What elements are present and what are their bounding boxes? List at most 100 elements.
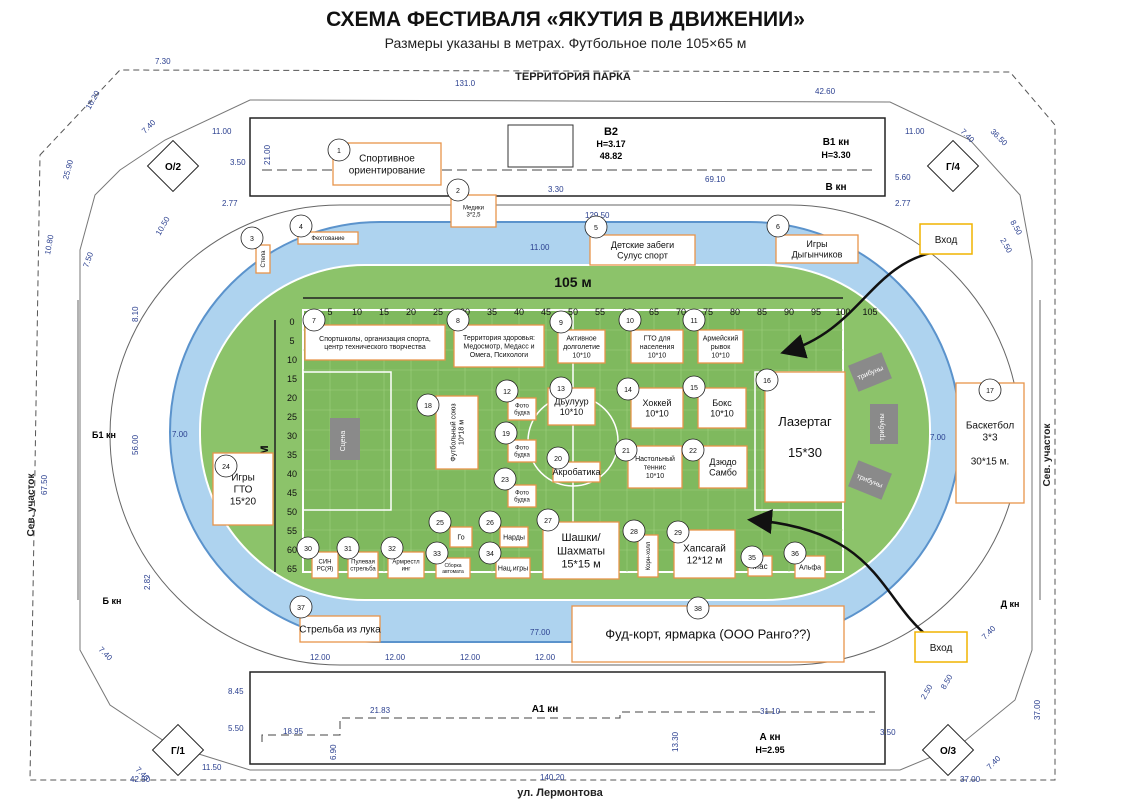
svg-text:7.40: 7.40 — [985, 754, 1003, 772]
map-subtitle: Размеры указаны в метрах. Футбольное пол… — [384, 35, 747, 51]
zone-label: Нарды — [503, 534, 525, 541]
entrance-2[interactable]: Вход — [914, 631, 968, 663]
zone-box — [297, 231, 359, 245]
ruler-top-tick: 35 — [487, 307, 497, 317]
tribune-1 — [848, 352, 892, 392]
tower-o3 — [921, 723, 975, 777]
zone-number: 11 — [690, 318, 697, 325]
svg-text:8.50: 8.50 — [939, 673, 955, 691]
ruler-left-tick: 5 — [289, 336, 294, 346]
ruler-top-tick: 100 — [835, 307, 850, 317]
stage-label: Сцена — [340, 431, 347, 452]
zone-18[interactable]: Футбольный союз10*18 м18 — [416, 393, 479, 470]
zone-box — [955, 382, 1025, 504]
zone-label: Спортшколы, организация спорта,центр тех… — [319, 336, 431, 351]
zone-label: Корн-холл — [646, 541, 652, 570]
svg-text:5.60: 5.60 — [895, 173, 911, 182]
svg-text:В2: В2 — [604, 126, 618, 138]
zone-box — [299, 615, 381, 643]
zone-number-badge — [686, 596, 710, 620]
svg-text:129.50: 129.50 — [585, 211, 610, 220]
zone-label: Мас — [752, 562, 767, 571]
zone-number: 30 — [304, 546, 312, 553]
zone-label: Альфа — [799, 564, 821, 571]
zone-number: 26 — [486, 520, 494, 527]
tower-o2 — [146, 139, 200, 193]
entrance-1[interactable]: Вход — [919, 223, 973, 255]
zone-number-badge — [495, 379, 519, 403]
park-label: ТЕРРИТОРИЯ ПАРКА — [515, 71, 631, 83]
svg-text:5.50: 5.50 — [228, 724, 244, 733]
svg-text:36.50: 36.50 — [989, 127, 1010, 148]
zone-26[interactable]: Нарды 26 — [478, 510, 529, 548]
svg-text:13.30: 13.30 — [671, 731, 680, 752]
zone-number-badge — [289, 214, 313, 238]
zone-box — [637, 534, 659, 578]
zone-number: 27 — [544, 518, 552, 525]
svg-text:Н=3.17: Н=3.17 — [596, 139, 625, 149]
ruler-left-tick: 35 — [287, 450, 297, 460]
zone-7[interactable]: Спортшколы, организация спорта,центр тех… — [302, 308, 446, 361]
zone-number-badge — [755, 368, 779, 392]
ruler-left-tick: 65 — [287, 564, 297, 574]
zone-number-badge — [428, 510, 452, 534]
north-plot-right-label: Сев. участок — [1042, 423, 1053, 487]
zone-box — [697, 387, 747, 429]
ruler-top-tick: 85 — [757, 307, 767, 317]
zone-number: 5 — [594, 225, 598, 232]
zone-box — [255, 244, 271, 274]
zone-number: 25 — [436, 520, 444, 527]
zone-number-badge — [978, 378, 1002, 402]
zone-number: 37 — [297, 605, 305, 612]
zone-number-badge — [783, 541, 807, 565]
zone-number-badge — [666, 520, 690, 544]
zone-number: 19 — [502, 431, 510, 438]
svg-text:2.77: 2.77 — [895, 199, 911, 208]
ruler-left-tick: 50 — [287, 507, 297, 517]
zone-number-badge — [622, 519, 646, 543]
svg-text:3.50: 3.50 — [230, 158, 246, 167]
zone-number: 12 — [503, 389, 511, 396]
zone-38[interactable]: Фуд-корт, ярмарка (ООО Ранго??)38 — [571, 596, 845, 663]
stand-b2-block — [507, 124, 574, 168]
zone-number: 34 — [486, 551, 494, 558]
ruler-top-tick: 45 — [541, 307, 551, 317]
